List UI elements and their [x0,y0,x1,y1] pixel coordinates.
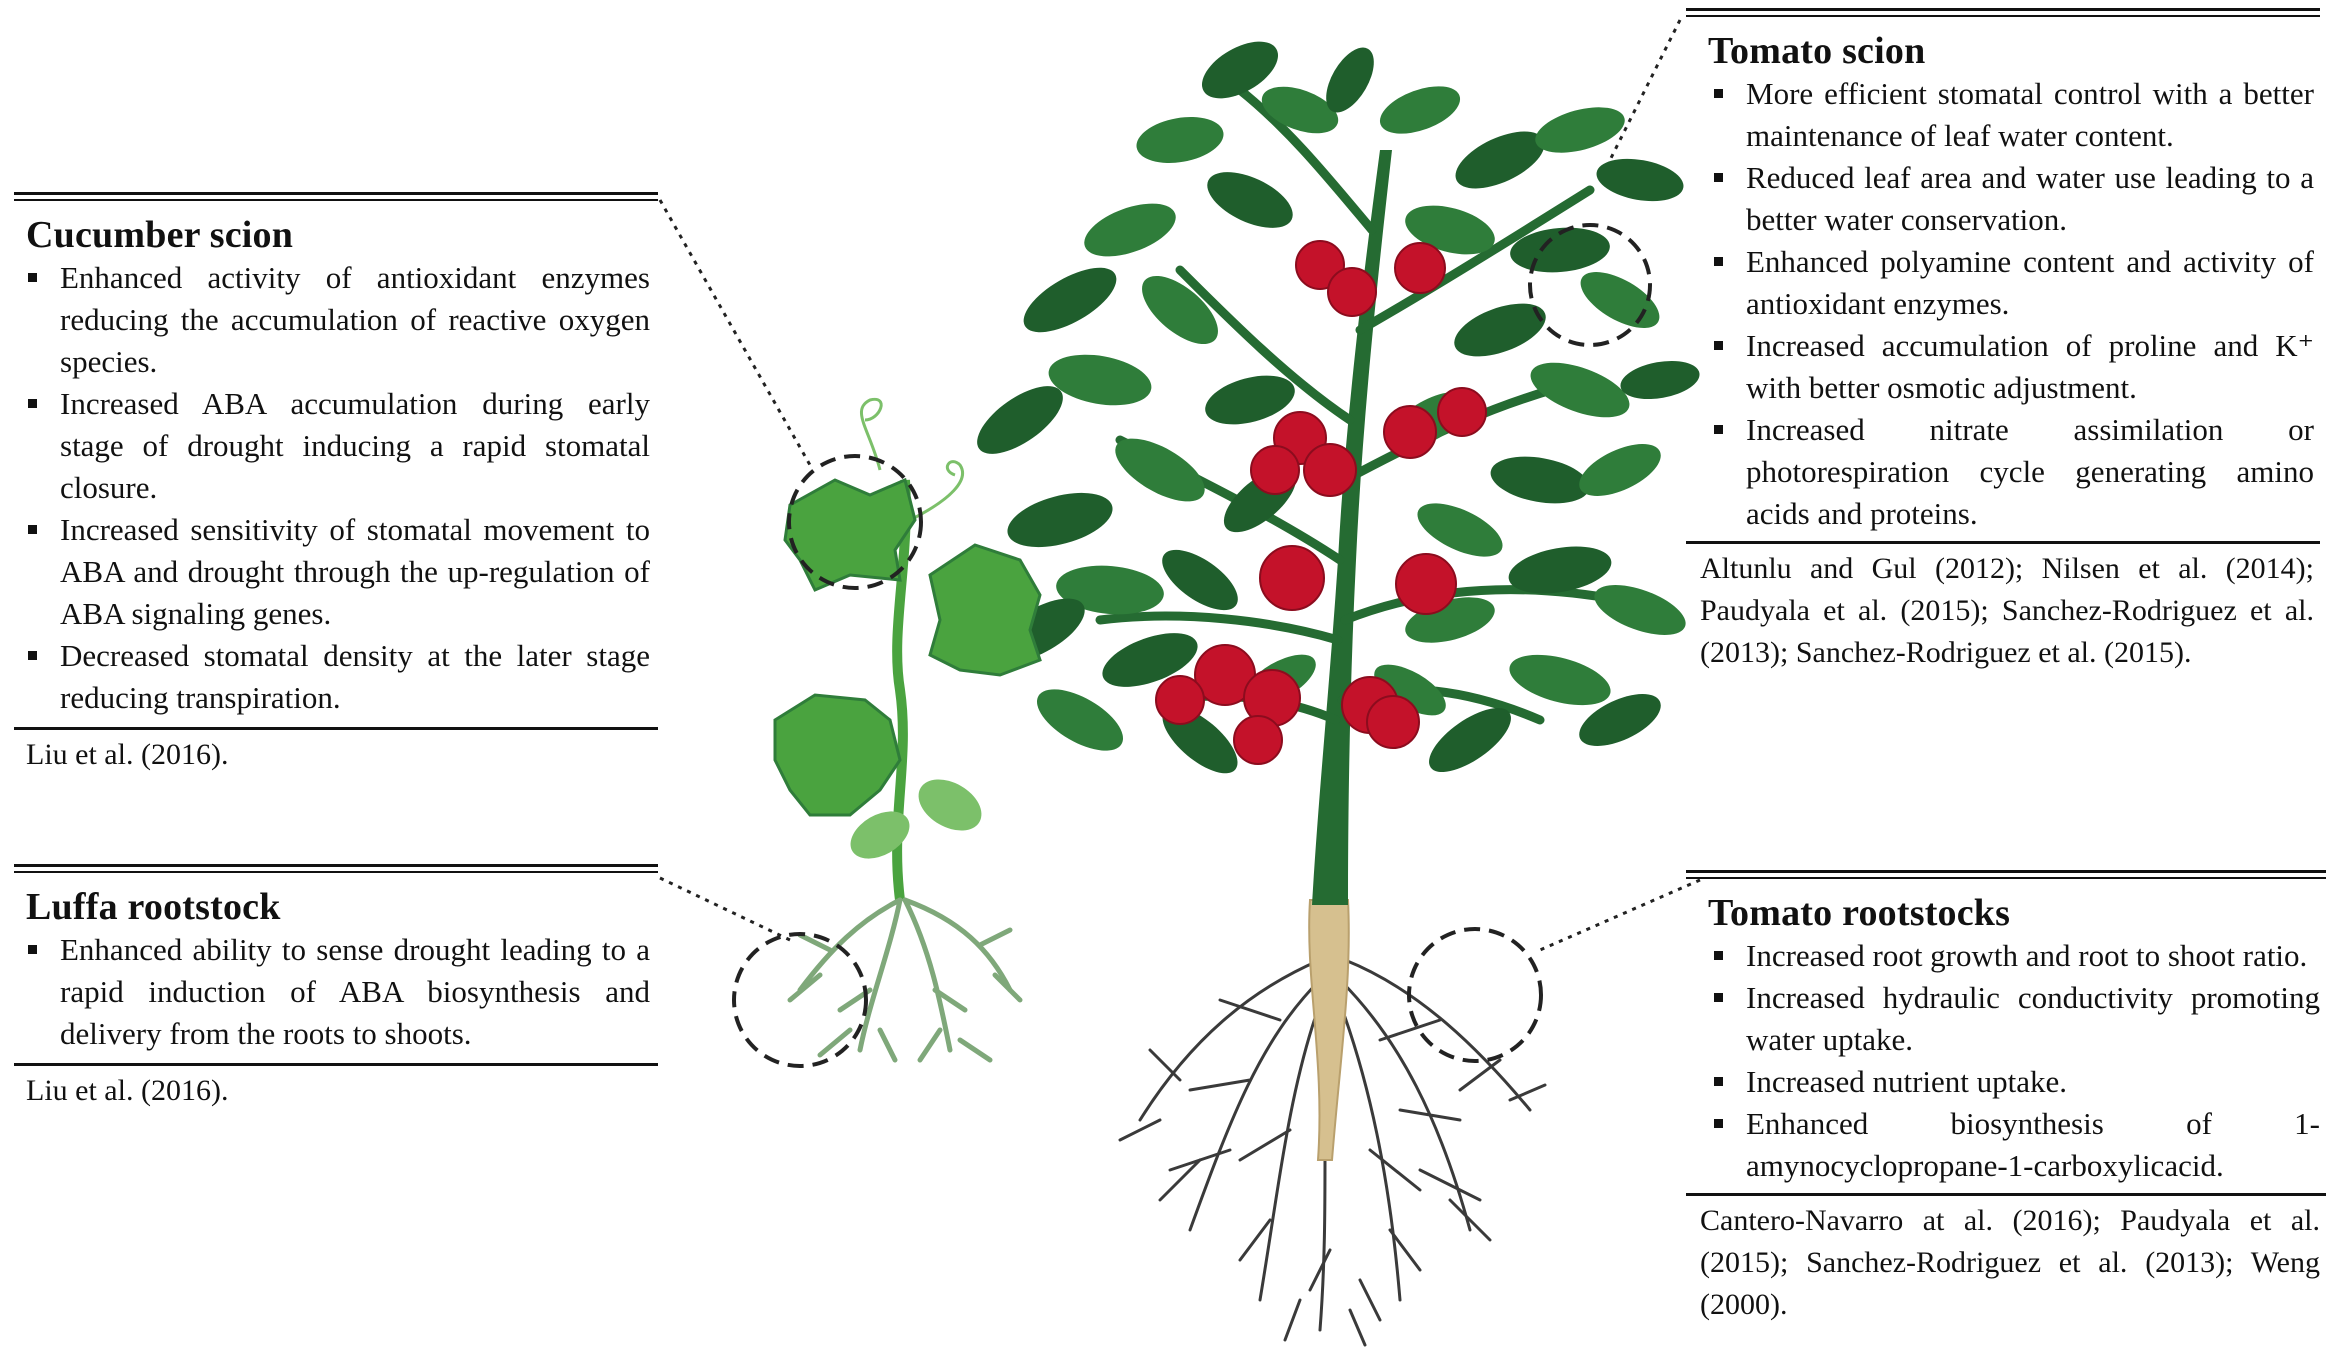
cucumber-leaves [773,477,1042,859]
tomato-taproot [1308,899,1350,1161]
rule-bottom [14,727,658,730]
reference: Cantero-Navarro at al. (2016); Paudyala … [1700,1204,2320,1321]
bullet-list: Increased root growth and root to shoot … [1686,935,2326,1187]
rule-top [1686,870,2326,879]
rule-top [14,192,658,201]
list-item: Decreased stomatal density at the later … [14,635,650,719]
list-item: Increased ABA accumulation during early … [14,383,650,509]
list-item: More efficient stomatal control with a b… [1700,73,2314,157]
list-item: Increased root growth and root to shoot … [1700,935,2320,977]
panel-title: Cucumber scion [26,214,294,256]
tomato-fruits [1155,240,1487,765]
rule-bottom [1686,541,2320,544]
list-item: Enhanced activity of antioxidant enzymes… [14,257,650,383]
leader-tomato-rootstocks [1539,878,1701,952]
rule-top [14,864,658,873]
callout-circle-luffa-rootstock [732,932,868,1068]
panel-tomato-rootstocks: Tomato rootstocks Increased root growth … [1686,870,2326,1326]
reference: Altunlu and Gul (2012); Nilsen et al. (2… [1700,552,2314,669]
panel-cucumber-scion: Cucumber scion Enhanced activity of anti… [14,192,658,776]
leader-luffa-rootstock [659,876,791,942]
list-item: Increased sensitivity of stomatal moveme… [14,509,650,635]
list-item: Increased hydraulic conductivity promoti… [1700,977,2320,1061]
bullet-list: Enhanced ability to sense drought leadin… [14,929,658,1055]
list-item: Enhanced biosynthesis of 1-amynocyclopro… [1700,1103,2320,1187]
list-item: Increased accumulation of proline and K⁺… [1700,325,2314,409]
luffa-roots [787,897,1023,1063]
callout-circle-cucumber-scion [787,454,923,590]
callout-circle-tomato-rootstocks [1407,927,1543,1063]
list-item: Increased nutrient uptake. [1700,1061,2320,1103]
leader-cucumber-scion [658,199,812,466]
panel-tomato-scion: Tomato scion More efficient stomatal con… [1686,8,2320,674]
list-item: Enhanced polyamine content and activity … [1700,241,2314,325]
bullet-list: More efficient stomatal control with a b… [1686,73,2320,535]
callout-circle-tomato-scion [1528,223,1652,347]
panel-title: Luffa rootstock [26,886,281,928]
callouts [658,19,1701,1068]
reference: Liu et al. (2016). [26,1074,229,1107]
list-item: Enhanced ability to sense drought leadin… [14,929,650,1055]
reference: Liu et al. (2016). [26,738,229,771]
bullet-list: Enhanced activity of antioxidant enzymes… [14,257,658,719]
rule-bottom [1686,1193,2326,1196]
tomato-roots [1118,958,1547,1347]
list-item: Reduced leaf area and water use leading … [1700,157,2314,241]
cucumber-tendrils [859,397,964,522]
rule-bottom [14,1063,658,1066]
list-item: Increased nitrate assimilation or photor… [1700,409,2314,535]
leader-tomato-scion [1608,19,1682,161]
panel-title: Tomato scion [1708,30,1926,72]
tomato-leaves [977,41,1700,774]
rule-top [1686,8,2320,17]
panel-luffa-rootstock: Luffa rootstock Enhanced ability to sens… [14,864,658,1112]
cucumber-luffa-plant [773,397,1042,1063]
panel-title: Tomato rootstocks [1708,892,2011,934]
tomato-plant [977,41,1700,1347]
